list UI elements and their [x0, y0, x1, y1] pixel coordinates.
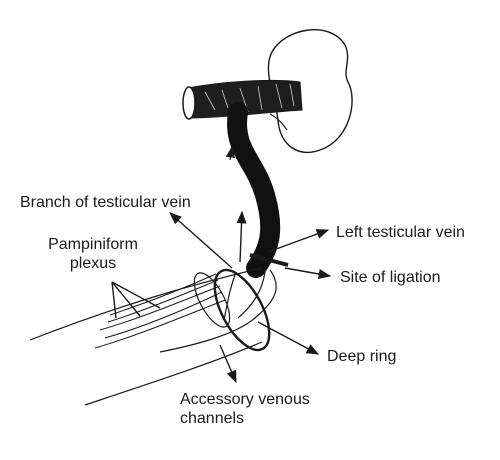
- deep-ring: [213, 268, 271, 352]
- flow-arrow: [225, 145, 236, 161]
- kidney-outline: [267, 29, 353, 154]
- label-branch-of-testicular-vein: Branch of testicular vein: [20, 194, 191, 211]
- label-pampiniform-plexus: Pampiniform plexus: [38, 235, 148, 273]
- pointer-arrows: [111, 210, 332, 384]
- label-pampiniform-line1: Pampiniform: [48, 236, 138, 253]
- label-pampiniform-line2: plexus: [69, 255, 117, 272]
- label-accessory-line2: channels: [180, 410, 245, 427]
- label-left-testicular-vein: Left testicular vein: [336, 224, 465, 241]
- renal-vein: [182, 79, 303, 131]
- label-accessory-line1: Accessory venous: [180, 391, 310, 408]
- ligation-band: [249, 253, 289, 267]
- spermatic-cord-veins: [159, 269, 277, 353]
- label-deep-ring: Deep ring: [327, 348, 397, 365]
- pampiniform-plexus-lines: [94, 273, 226, 349]
- label-accessory-venous-channels: Accessory venous channels: [180, 390, 310, 428]
- label-site-of-ligation: Site of ligation: [340, 269, 441, 286]
- spermatic-cord-sheath: [29, 267, 263, 406]
- testicular-vein: [227, 102, 281, 278]
